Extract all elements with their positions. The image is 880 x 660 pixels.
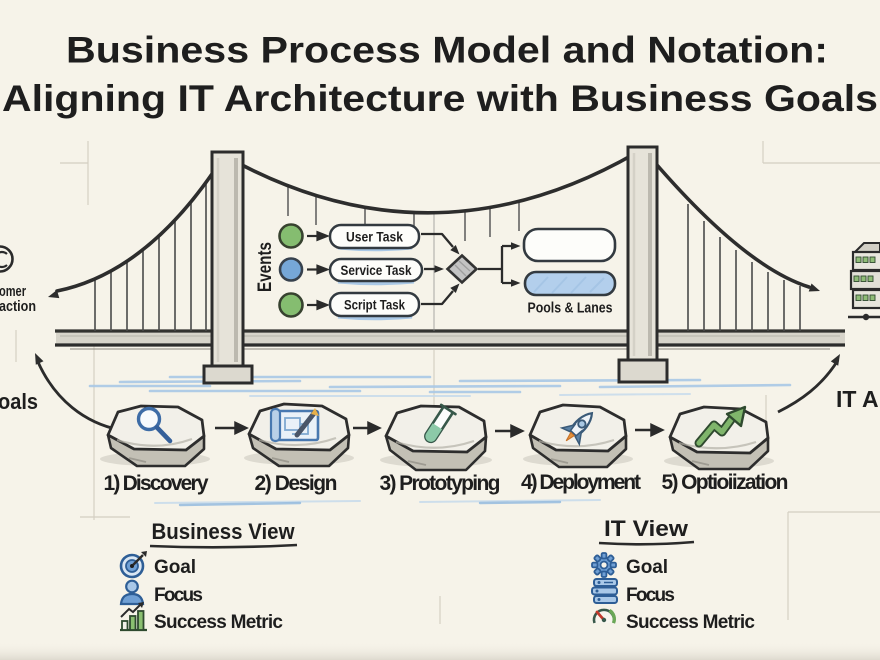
svg-text:IT View: IT View (604, 516, 689, 541)
svg-text:Goal: Goal (626, 557, 668, 578)
svg-text:Business View: Business View (152, 519, 296, 544)
svg-text:Aligning IT Architecture with: Aligning IT Architecture with Business G… (2, 78, 878, 119)
svg-text:Success Metric: Success Metric (154, 612, 283, 633)
svg-text:action: action (0, 299, 36, 315)
svg-text:Focus: Focus (154, 585, 203, 606)
svg-text:5) Optioiization: 5) Optioiization (662, 471, 789, 494)
svg-text:Focus: Focus (626, 585, 675, 606)
svg-text:User Task: User Task (346, 229, 403, 245)
svg-text:Service Task: Service Task (341, 262, 412, 278)
svg-text:oals: oals (0, 389, 38, 414)
svg-text:Success Metric: Success Metric (626, 612, 755, 633)
svg-text:2) Design: 2) Design (255, 472, 338, 495)
svg-text:3) Prototyping: 3) Prototyping (380, 472, 501, 495)
svg-text:1) Discovery: 1) Discovery (104, 472, 209, 495)
svg-text:Events: Events (255, 242, 276, 292)
svg-text:Pools & Lanes: Pools & Lanes (528, 300, 613, 317)
svg-text:Business Process Model and Not: Business Process Model and Notation: (66, 30, 828, 71)
svg-text:omer: omer (0, 284, 26, 300)
svg-text:Script Task: Script Task (344, 297, 405, 313)
svg-text:Goal: Goal (154, 557, 196, 578)
svg-text:IT Arc: IT Arc (836, 386, 880, 412)
svg-text:4) Deployment: 4) Deployment (521, 471, 641, 494)
